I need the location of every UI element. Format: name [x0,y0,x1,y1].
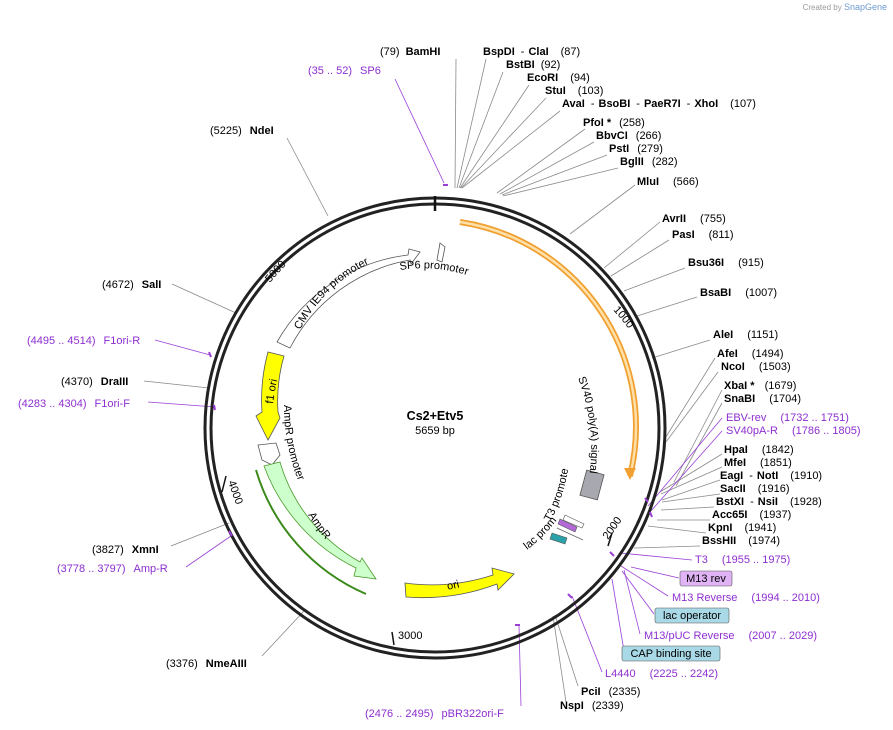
feature-label-f1-ori: f1 ori [264,378,280,405]
boxed-label-m13-rev: M13 rev [679,570,733,587]
svg-text:L4440(2225 .. 2242): L4440(2225 .. 2242) [605,668,718,680]
svg-text:KpnI(1941): KpnI(1941) [708,522,776,534]
svg-text:PciI(2335): PciI(2335) [581,686,640,698]
leader-lines [143,58,723,703]
svg-text:AfeI(1494): AfeI(1494) [717,348,784,360]
svg-text:MfeI(1851): MfeI(1851) [724,457,792,469]
svg-text:AvaI-BsoBI-PaeR7I-XhoI(107): AvaI-BsoBI-PaeR7I-XhoI(107) [562,98,756,110]
svg-text:BglII(282): BglII(282) [620,156,678,168]
feature-sp6-promoter-arrow [436,242,446,263]
svg-text:(5225)NdeI: (5225)NdeI [210,125,274,137]
svg-text:Bsu36I(915): Bsu36I(915) [688,257,764,269]
svg-text:Acc65I(1937): Acc65I(1937) [712,509,791,521]
primer-leaders [147,78,723,707]
feature-label-sv40-polya: SV40 poly(A) signal [575,375,600,474]
insert-arc [459,219,639,477]
svg-text:PasI(811): PasI(811) [672,229,734,241]
feature-label-sp6-promoter: SP6 promoter [399,259,470,278]
svg-text:PstI(279): PstI(279) [609,143,663,155]
snapgene-logo-text: SnapGene [843,2,887,12]
svg-text:BbvCI(266): BbvCI(266) [596,130,661,142]
svg-text:(4672)SalI: (4672)SalI [102,279,161,291]
svg-text:M13 rev: M13 rev [686,573,726,585]
svg-text:AleI(1151): AleI(1151) [713,329,778,341]
svg-text:SnaBI(1704): SnaBI(1704) [724,393,801,405]
tick-2000 [607,532,613,547]
svg-text:BsaBI(1007): BsaBI(1007) [700,287,777,299]
svg-text:XbaI *(1679): XbaI *(1679) [724,380,796,392]
insert-arc-highlight [459,220,638,477]
svg-text:CAP binding site: CAP binding site [630,648,711,660]
svg-text:EBV-rev(1732 .. 1751): EBV-rev(1732 .. 1751) [726,412,849,424]
credit-prefix: Created by [802,3,842,12]
svg-text:(4495 .. 4514)F1ori-R: (4495 .. 4514)F1ori-R [27,335,140,347]
svg-text:(2476 .. 2495)pBR322ori-F: (2476 .. 2495)pBR322ori-F [365,708,504,720]
svg-text:M13/pUC Reverse(2007 .. 2029): M13/pUC Reverse(2007 .. 2029) [644,630,817,642]
svg-text:M13 Reverse(1994 .. 2010): M13 Reverse(1994 .. 2010) [672,592,820,604]
svg-text:HpaI(1842): HpaI(1842) [724,444,794,456]
svg-text:EagI-NotI(1910): EagI-NotI(1910) [720,470,822,482]
svg-text:BssHII(1974): BssHII(1974) [702,535,780,547]
tick-label-4000: 4000 [225,479,245,506]
feature-ampr-promoter-arrow [257,442,281,466]
svg-text:(4370)DraIII: (4370)DraIII [61,376,128,388]
svg-text:AvrII(755): AvrII(755) [662,213,726,225]
svg-text:MluI(566): MluI(566) [637,176,699,188]
svg-text:(3827)XmnI: (3827)XmnI [92,544,159,556]
feature-ampr-arrow [263,461,377,580]
feature-sv40-polya-box [579,469,605,501]
svg-text:T3(1955 .. 1975): T3(1955 .. 1975) [695,554,790,566]
svg-text:NcoI(1503): NcoI(1503) [721,361,791,373]
primer-labels: (35 .. 52)SP6 EBV-rev(1732 .. 1751) SV40… [18,65,860,720]
feature-ori-arrow [404,567,515,598]
svg-text:(35 .. 52)SP6: (35 .. 52)SP6 [308,65,381,77]
svg-text:(4283 .. 4304)F1ori-F: (4283 .. 4304)F1ori-F [18,398,130,410]
feature-f1-ori-arrow [255,351,285,441]
feature-label-ampr-promoter: AmpR promoter [281,405,307,482]
tick-3000 [391,631,395,646]
feature-label-ori: ori [446,578,460,592]
plasmid-name: Cs2+Etv5 [407,409,464,423]
svg-text:(3376)NmeAIII: (3376)NmeAIII [166,658,247,670]
snapgene-credit: Created by SnapGene [803,2,887,12]
boxed-label-cap-binding-site: CAP binding site [621,645,721,662]
svg-text:BstXI-NsiI(1928): BstXI-NsiI(1928) [716,496,822,508]
feature-t3-lac-cluster [549,514,585,545]
plasmid-size: 5659 bp [415,425,455,437]
svg-text:SacII(1916): SacII(1916) [720,483,789,495]
svg-text:StuI(103): StuI(103) [545,85,603,97]
insert-arrowhead [624,468,636,480]
svg-text:PfoI *(258): PfoI *(258) [583,117,645,129]
primer-marks [208,184,653,626]
tick-label-3000: 3000 [398,630,422,642]
svg-text:SV40pA-R(1786 .. 1805): SV40pA-R(1786 .. 1805) [726,425,860,437]
tick-4000 [221,475,227,493]
svg-text:(3778 .. 3797)Amp-R: (3778 .. 3797)Amp-R [57,563,168,575]
boxed-label-lac-operator: lac operator [654,607,730,624]
svg-text:lac operator: lac operator [663,610,721,622]
svg-text:BspDI-ClaI(87): BspDI-ClaI(87) [483,46,580,58]
svg-text:BstBI(92): BstBI(92) [506,59,560,71]
feature-ampr-outline [255,469,367,595]
svg-text:NspI(2339): NspI(2339) [560,700,624,712]
enzyme-labels: (79)BamHI BspDI-ClaI(87) BstBI(92) EcoRI… [61,46,822,712]
svg-text:(79)BamHI: (79)BamHI [380,46,440,58]
feature-cmv-promoter-arrow [276,248,421,349]
tick-label-2000: 2000 [601,515,625,542]
svg-text:EcoRI(94): EcoRI(94) [527,72,590,84]
